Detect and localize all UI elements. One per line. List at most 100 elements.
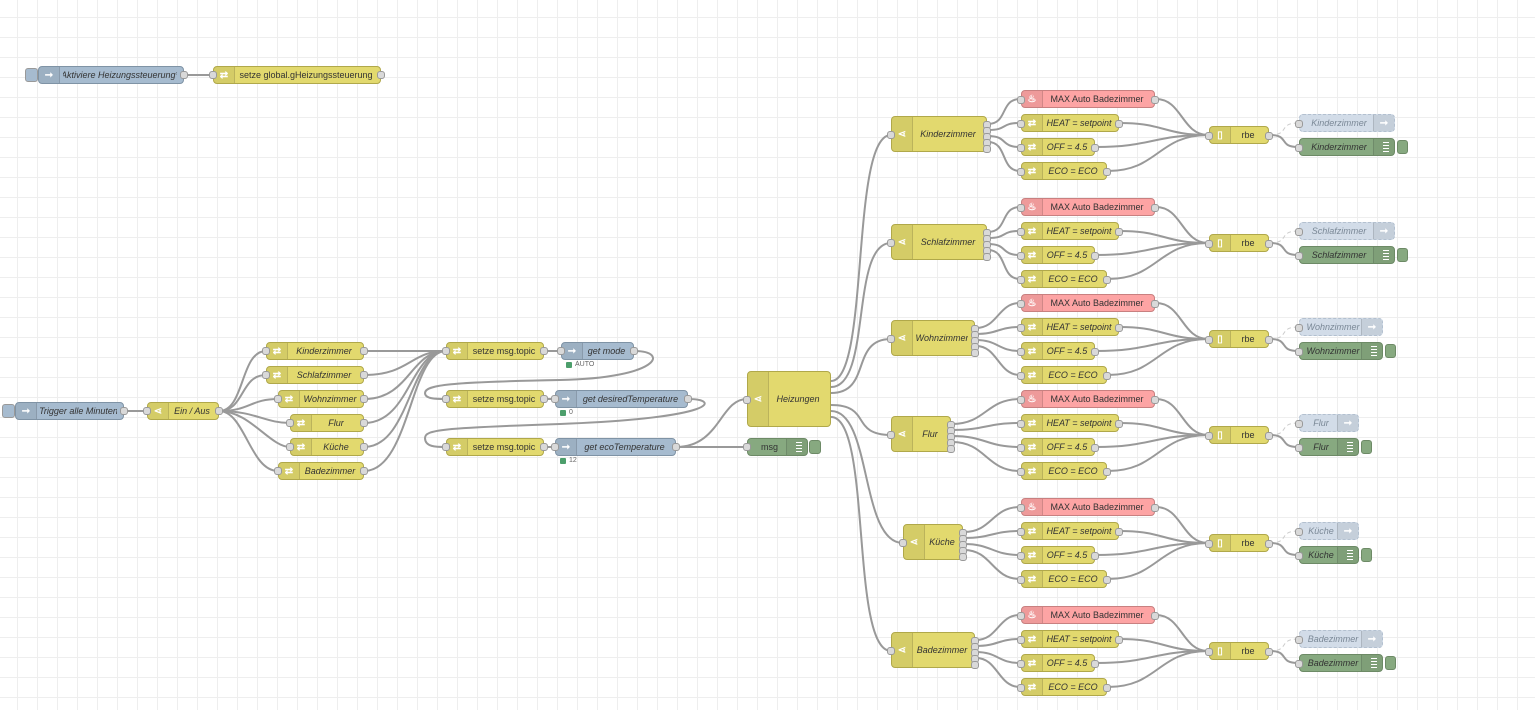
input-port[interactable] bbox=[1017, 504, 1025, 512]
input-port[interactable] bbox=[899, 539, 907, 547]
output-port[interactable] bbox=[971, 349, 979, 357]
group-schlafzimmer-rbe-node[interactable]: ▯rbe bbox=[1205, 234, 1273, 252]
input-port[interactable] bbox=[1017, 324, 1025, 332]
input-port[interactable] bbox=[1295, 144, 1303, 152]
input-port[interactable] bbox=[1017, 228, 1025, 236]
output-port[interactable] bbox=[1103, 468, 1111, 476]
group-kinderzimmer-link-out-node[interactable]: ➞Kinderzimmer bbox=[1295, 114, 1395, 132]
msg-debug-node[interactable]: msg bbox=[743, 438, 808, 456]
input-port[interactable] bbox=[1017, 576, 1025, 584]
output-port[interactable] bbox=[1091, 252, 1099, 260]
group-flur-off-node[interactable]: ⇄OFF = 4.5 bbox=[1017, 438, 1099, 456]
input-port[interactable] bbox=[887, 239, 895, 247]
input-port[interactable] bbox=[1205, 432, 1213, 440]
group-kueche-max-node[interactable]: ♨MAX Auto Badezimmer bbox=[1017, 498, 1159, 516]
group-flur-rbe-node[interactable]: ▯rbe bbox=[1205, 426, 1273, 444]
output-port[interactable] bbox=[1091, 660, 1099, 668]
trigger-inject-node[interactable]: ➞ Trigger alle Minuten bbox=[15, 402, 128, 420]
group-kueche-heat-node[interactable]: ⇄HEAT = setpoint bbox=[1017, 522, 1123, 540]
group-wohnzimmer-debug-node[interactable]: Wohnzimmer bbox=[1295, 342, 1383, 360]
inject-trigger-button[interactable] bbox=[25, 68, 38, 82]
group-kinderzimmer-off-node[interactable]: ⇄OFF = 4.5 bbox=[1017, 138, 1099, 156]
input-port[interactable] bbox=[1017, 168, 1025, 176]
output-port[interactable] bbox=[1115, 528, 1123, 536]
get-mode-node[interactable]: ➞ get mode bbox=[557, 342, 638, 360]
input-port[interactable] bbox=[1295, 252, 1303, 260]
input-port[interactable] bbox=[1017, 348, 1025, 356]
input-port[interactable] bbox=[551, 395, 559, 403]
output-port[interactable] bbox=[1265, 432, 1273, 440]
output-port[interactable] bbox=[1151, 612, 1159, 620]
input-port[interactable] bbox=[1017, 552, 1025, 560]
debug-toggle-button[interactable] bbox=[1385, 656, 1396, 670]
output-port[interactable] bbox=[684, 395, 692, 403]
output-port[interactable] bbox=[540, 395, 548, 403]
output-port[interactable] bbox=[1265, 132, 1273, 140]
room-switch-node-schlafzimmer[interactable]: ⋖Schlafzimmer bbox=[887, 224, 991, 261]
activate-heating-inject-node[interactable]: ➞ Aktiviere Heizungssteuerung * bbox=[38, 66, 188, 84]
input-port[interactable] bbox=[1017, 612, 1025, 620]
group-schlafzimmer-eco-node[interactable]: ⇄ECO = ECO bbox=[1017, 270, 1111, 288]
group-wohnzimmer-off-node[interactable]: ⇄OFF = 4.5 bbox=[1017, 342, 1099, 360]
group-flur-debug-node[interactable]: Flur bbox=[1295, 438, 1359, 456]
group-wohnzimmer-link-out-node[interactable]: ➞Wohnzimmer bbox=[1295, 318, 1383, 336]
output-port[interactable] bbox=[360, 419, 368, 427]
output-port[interactable] bbox=[180, 71, 188, 79]
output-port[interactable] bbox=[120, 407, 128, 415]
input-port[interactable] bbox=[1295, 552, 1303, 560]
input-port[interactable] bbox=[262, 371, 270, 379]
room-switch-node-wohnzimmer[interactable]: ⋖Wohnzimmer bbox=[887, 320, 979, 357]
room-change-node-flur[interactable]: ⇄ Flur bbox=[286, 414, 368, 432]
output-port[interactable] bbox=[540, 347, 548, 355]
input-port[interactable] bbox=[1017, 396, 1025, 404]
input-port[interactable] bbox=[887, 431, 895, 439]
set-topic-node-3[interactable]: ⇄ setze msg.topic bbox=[442, 438, 548, 456]
input-port[interactable] bbox=[286, 443, 294, 451]
output-port[interactable] bbox=[947, 445, 955, 453]
output-port[interactable] bbox=[360, 467, 368, 475]
output-port[interactable] bbox=[360, 347, 368, 355]
group-kinderzimmer-debug-node[interactable]: Kinderzimmer bbox=[1295, 138, 1395, 156]
output-port[interactable] bbox=[1115, 420, 1123, 428]
output-port[interactable] bbox=[360, 395, 368, 403]
output-port[interactable] bbox=[1265, 336, 1273, 344]
input-port[interactable] bbox=[442, 395, 450, 403]
group-badezimmer-eco-node[interactable]: ⇄ECO = ECO bbox=[1017, 678, 1111, 696]
get-eco-temperature-node[interactable]: ➞ get ecoTemperature bbox=[551, 438, 680, 456]
output-port[interactable] bbox=[630, 347, 638, 355]
input-port[interactable] bbox=[1295, 120, 1303, 128]
output-port[interactable] bbox=[1265, 648, 1273, 656]
output-port[interactable] bbox=[1115, 324, 1123, 332]
input-port[interactable] bbox=[743, 396, 751, 404]
group-kinderzimmer-rbe-node[interactable]: ▯rbe bbox=[1205, 126, 1273, 144]
debug-toggle-button[interactable] bbox=[1397, 140, 1408, 154]
input-port[interactable] bbox=[262, 347, 270, 355]
group-schlafzimmer-heat-node[interactable]: ⇄HEAT = setpoint bbox=[1017, 222, 1123, 240]
output-port[interactable] bbox=[1115, 228, 1123, 236]
input-port[interactable] bbox=[1017, 420, 1025, 428]
input-port[interactable] bbox=[1205, 240, 1213, 248]
group-flur-eco-node[interactable]: ⇄ECO = ECO bbox=[1017, 462, 1111, 480]
room-switch-node-kinderzimmer[interactable]: ⋖Kinderzimmer bbox=[887, 116, 991, 153]
debug-toggle-button[interactable] bbox=[1385, 344, 1396, 358]
input-port[interactable] bbox=[1017, 372, 1025, 380]
group-kueche-off-node[interactable]: ⇄OFF = 4.5 bbox=[1017, 546, 1099, 564]
input-port[interactable] bbox=[1017, 96, 1025, 104]
group-kinderzimmer-eco-node[interactable]: ⇄ECO = ECO bbox=[1017, 162, 1111, 180]
input-port[interactable] bbox=[286, 419, 294, 427]
input-port[interactable] bbox=[1017, 120, 1025, 128]
input-port[interactable] bbox=[1017, 636, 1025, 644]
output-port[interactable] bbox=[672, 443, 680, 451]
inject-trigger-button[interactable] bbox=[2, 404, 15, 418]
group-schlafzimmer-debug-node[interactable]: Schlafzimmer bbox=[1295, 246, 1395, 264]
input-port[interactable] bbox=[274, 467, 282, 475]
output-port[interactable] bbox=[1091, 552, 1099, 560]
output-port[interactable] bbox=[540, 443, 548, 451]
group-wohnzimmer-eco-node[interactable]: ⇄ECO = ECO bbox=[1017, 366, 1111, 384]
output-port[interactable] bbox=[360, 371, 368, 379]
output-port[interactable] bbox=[1115, 120, 1123, 128]
input-port[interactable] bbox=[1295, 348, 1303, 356]
output-port[interactable] bbox=[983, 253, 991, 261]
input-port[interactable] bbox=[143, 407, 151, 415]
input-port[interactable] bbox=[887, 335, 895, 343]
